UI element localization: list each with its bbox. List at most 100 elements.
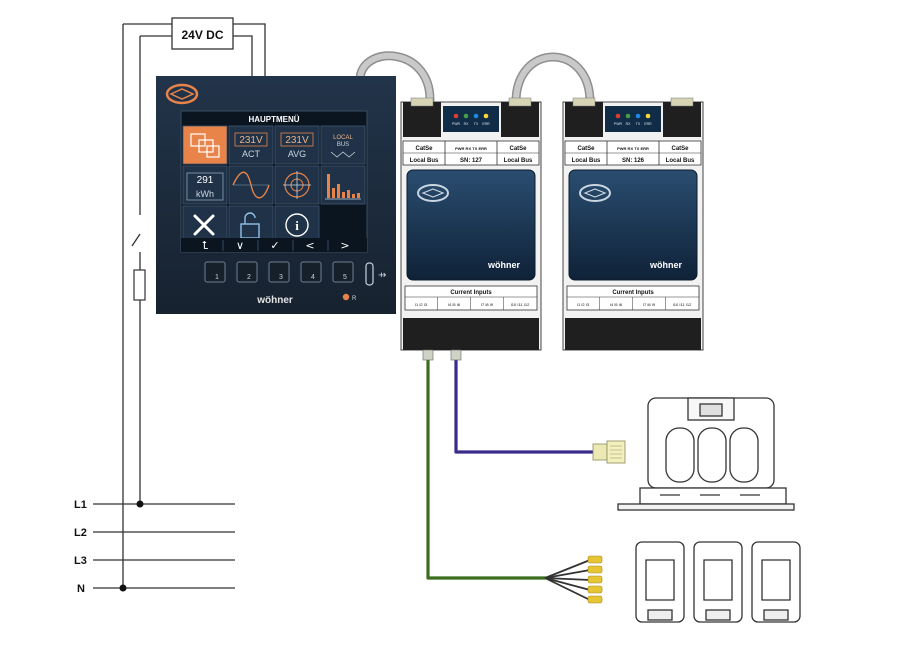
- line-label-l1: L1: [74, 499, 87, 511]
- menu-tile-local-bus-line2: BUS: [337, 142, 349, 148]
- nav-key-2[interactable]: ∨: [236, 239, 244, 252]
- hardware-button-2[interactable]: 2: [236, 261, 258, 283]
- led-label: RX: [464, 122, 470, 126]
- led-label: PWR: [452, 122, 461, 126]
- nav-key-4[interactable]: <: [305, 239, 314, 252]
- patch-cables: [355, 51, 595, 107]
- svg-text:i: i: [295, 218, 299, 233]
- usb-port-icon: ⇸: [365, 262, 386, 286]
- led-label: TX: [636, 122, 641, 126]
- module-label-text: CatSe: [415, 146, 433, 152]
- module-label-text: CatSe: [509, 146, 527, 152]
- menu-tile-overview[interactable]: [182, 125, 228, 165]
- current-input-group: I1 I2 I3: [577, 302, 590, 307]
- led-pwr: [615, 113, 621, 119]
- menu-tile-energy-line1: 291: [197, 175, 214, 186]
- hardware-button-label: 1: [215, 274, 219, 281]
- led-err: [483, 113, 489, 119]
- led-label: RX: [626, 122, 632, 126]
- hardware-button-5[interactable]: 5: [332, 261, 354, 283]
- menu-tile-actual-line2: ACT: [242, 149, 261, 159]
- led-label: TX: [474, 122, 479, 126]
- status-led: [342, 293, 350, 301]
- menu-tile-waveform[interactable]: [228, 165, 274, 205]
- menu-tile-info[interactable]: i: [274, 205, 320, 245]
- led-label: ERR: [482, 122, 490, 126]
- line-label-l2: L2: [74, 527, 87, 539]
- current-input-group: I10 I11 I12: [673, 302, 692, 307]
- nav-key-3[interactable]: ✓: [270, 239, 279, 252]
- module-label-text: SN: 126: [622, 158, 645, 164]
- menu-tile-settings[interactable]: [182, 205, 228, 245]
- module-logo-icon: [417, 184, 449, 202]
- led-tx: [473, 113, 479, 119]
- led-label: ERR: [644, 122, 652, 126]
- current-input-group: I7 I8 I9: [481, 302, 494, 307]
- display-title: HAUPTMENÜ: [248, 115, 299, 124]
- module-brand: wöhner: [649, 260, 682, 270]
- output-cables: [426, 350, 598, 580]
- ferrules: [587, 555, 603, 604]
- module-label-text: SN: 127: [460, 158, 483, 164]
- menu-tile-average-line1: 231V: [285, 135, 309, 146]
- hardware-button-label: 3: [279, 274, 283, 281]
- junction-n: [119, 584, 127, 592]
- module-brand: wöhner: [487, 260, 520, 270]
- module-label-text: Local Bus: [666, 158, 695, 164]
- led-tx: [635, 113, 641, 119]
- current-input-group: I4 I5 I6: [610, 302, 623, 307]
- module-label-text: Local Bus: [410, 158, 439, 164]
- phase-lines: [93, 503, 235, 589]
- nav-key-1[interactable]: ⮤: [202, 239, 209, 252]
- led-label: PWR: [614, 122, 623, 126]
- module-logo-icon: [579, 184, 611, 202]
- hardware-button-4[interactable]: 4: [300, 261, 322, 283]
- module-label-text: CatSe: [671, 146, 689, 152]
- menu-tile-actual[interactable]: 231V ACT: [228, 125, 274, 165]
- panel-brand: wöhner: [256, 295, 293, 306]
- menu-tile-energy-line2: kWh: [196, 189, 214, 199]
- module-label-text: Local Bus: [504, 158, 533, 164]
- display-panel: HAUPTMENÜ 231VACT231VAVGLOCALBUS291kWhi …: [156, 76, 396, 314]
- nav-key-5[interactable]: >: [340, 239, 349, 252]
- hardware-button-label: 2: [247, 274, 251, 281]
- led-rx: [625, 113, 631, 119]
- current-transformer-block: [617, 397, 795, 511]
- current-input-group: I7 I8 I9: [643, 302, 656, 307]
- line-label-l3: L3: [74, 555, 87, 567]
- led-err: [645, 113, 651, 119]
- module-label-text: PWR RX TX ERR: [617, 146, 649, 151]
- menu-tile-energy[interactable]: 291 kWh: [182, 165, 228, 205]
- current-inputs-title: Current Inputs: [612, 290, 654, 296]
- hardware-button-1[interactable]: 1: [204, 261, 226, 283]
- module-plug-purple: [450, 349, 462, 361]
- led-rx: [463, 113, 469, 119]
- menu-tile-phasor[interactable]: [274, 165, 320, 205]
- menu-tile-harmonics[interactable]: [320, 165, 366, 205]
- line-label-n: N: [77, 583, 85, 595]
- menu-tile-local-bus-line1: LOCAL: [333, 135, 353, 141]
- current-input-group: I1 I2 I3: [415, 302, 428, 307]
- split-core-ct-2: [693, 541, 743, 623]
- panel-logo-icon: [165, 83, 199, 105]
- svg-text:⇸: ⇸: [378, 270, 386, 281]
- junction-l1: [136, 500, 144, 508]
- power-supply-box: 24V DC: [171, 17, 234, 50]
- fuse: [133, 269, 146, 301]
- status-led-label: R: [352, 296, 357, 302]
- module-label-text: CatSe: [577, 146, 595, 152]
- fanout-wires: [544, 559, 591, 601]
- supply-wiring: [122, 23, 266, 588]
- split-core-ct-1: [635, 541, 685, 623]
- hardware-button-3[interactable]: 3: [268, 261, 290, 283]
- current-inputs-title: Current Inputs: [450, 290, 492, 296]
- module-label-text: PWR RX TX ERR: [455, 146, 487, 151]
- rj45-connector: [592, 440, 626, 464]
- led-pwr: [453, 113, 459, 119]
- menu-tile-actual-line1: 231V: [239, 135, 263, 146]
- hardware-button-label: 4: [311, 274, 315, 281]
